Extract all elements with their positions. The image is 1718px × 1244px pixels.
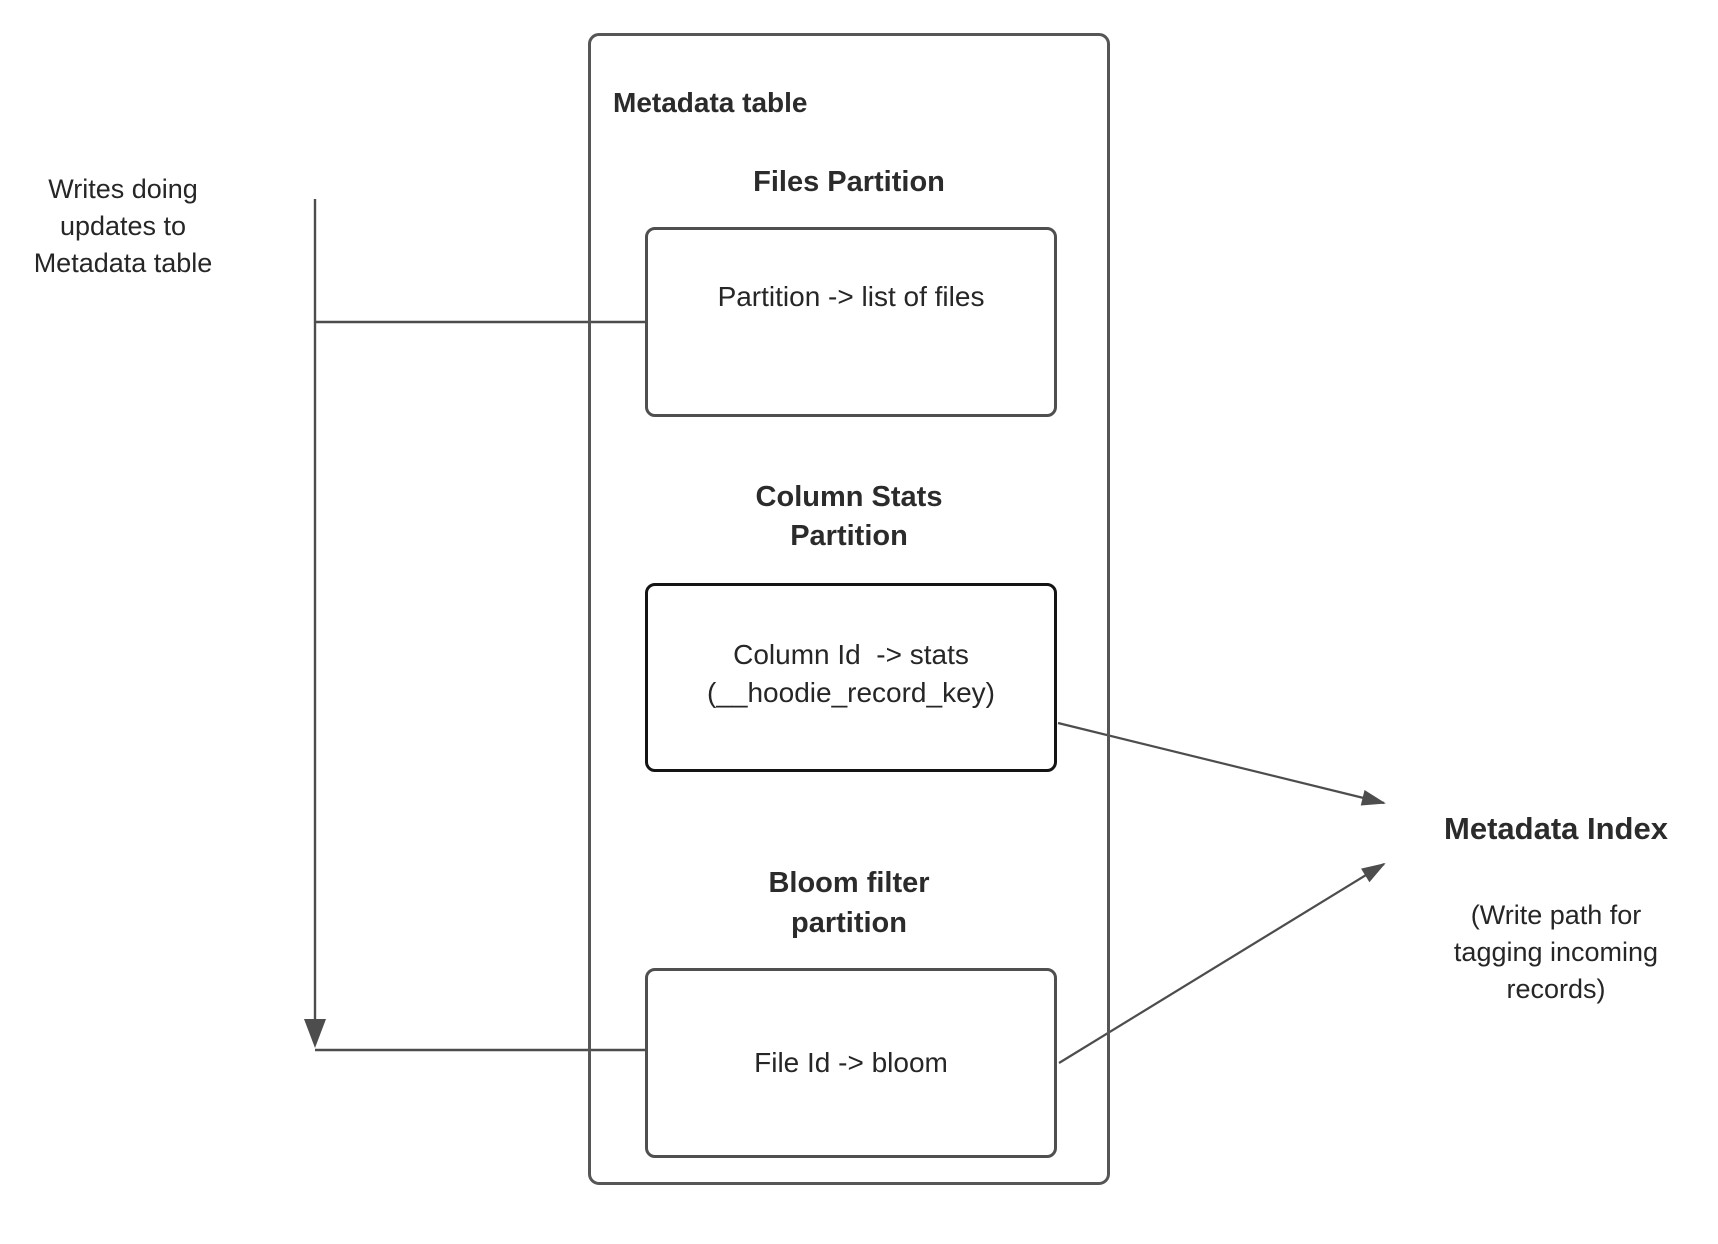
files-partition-box: Partition -> list of files — [645, 227, 1057, 417]
writes-note: Writes doing updates to Metadata table — [8, 171, 238, 282]
down-arrowhead-icon — [304, 1019, 326, 1048]
column-stats-box-text: (__hoodie_record_key) — [707, 676, 995, 708]
column-stats-partition-box: Column Id -> stats (__hoodie_record_key) — [645, 583, 1057, 772]
bloom-filter-partition-heading: Bloom filter partition — [588, 863, 1110, 943]
column-stats-box-text: Column Id -> stats — [733, 638, 969, 670]
metadata-index-subtitle-line: (Write path for — [1470, 900, 1642, 930]
bloom-filter-heading-line: partition — [791, 907, 907, 939]
writes-note-line: updates to — [59, 211, 187, 241]
metadata-index-title: Metadata Index — [1444, 811, 1668, 846]
bloom-filter-box-text: File Id -> bloom — [754, 1047, 948, 1078]
files-partition-heading: Files Partition — [588, 162, 1110, 202]
writes-note-line: Writes doing — [48, 174, 198, 204]
metadata-table-title: Metadata table — [613, 87, 808, 118]
column-stats-heading-line: Column Stats — [755, 481, 943, 513]
column-stats-partition-heading: Column Stats Partition — [588, 478, 1110, 556]
writes-note-line: Metadata table — [33, 248, 213, 278]
bloom-filter-partition-box: File Id -> bloom — [645, 968, 1057, 1158]
metadata-index-subtitle-line: records) — [1506, 974, 1606, 1004]
metadata-table-box — [588, 33, 1110, 1185]
column-stats-heading-line: Partition — [790, 520, 908, 552]
files-partition-box-text: Partition -> list of files — [717, 281, 985, 312]
metadata-index-subtitle-line: tagging incoming — [1453, 937, 1659, 967]
bloom-filter-heading-line: Bloom filter — [768, 867, 930, 899]
metadata-index-subtitle: (Write path for tagging incoming records… — [1406, 897, 1706, 1008]
files-partition-heading-line: Files Partition — [753, 166, 945, 198]
